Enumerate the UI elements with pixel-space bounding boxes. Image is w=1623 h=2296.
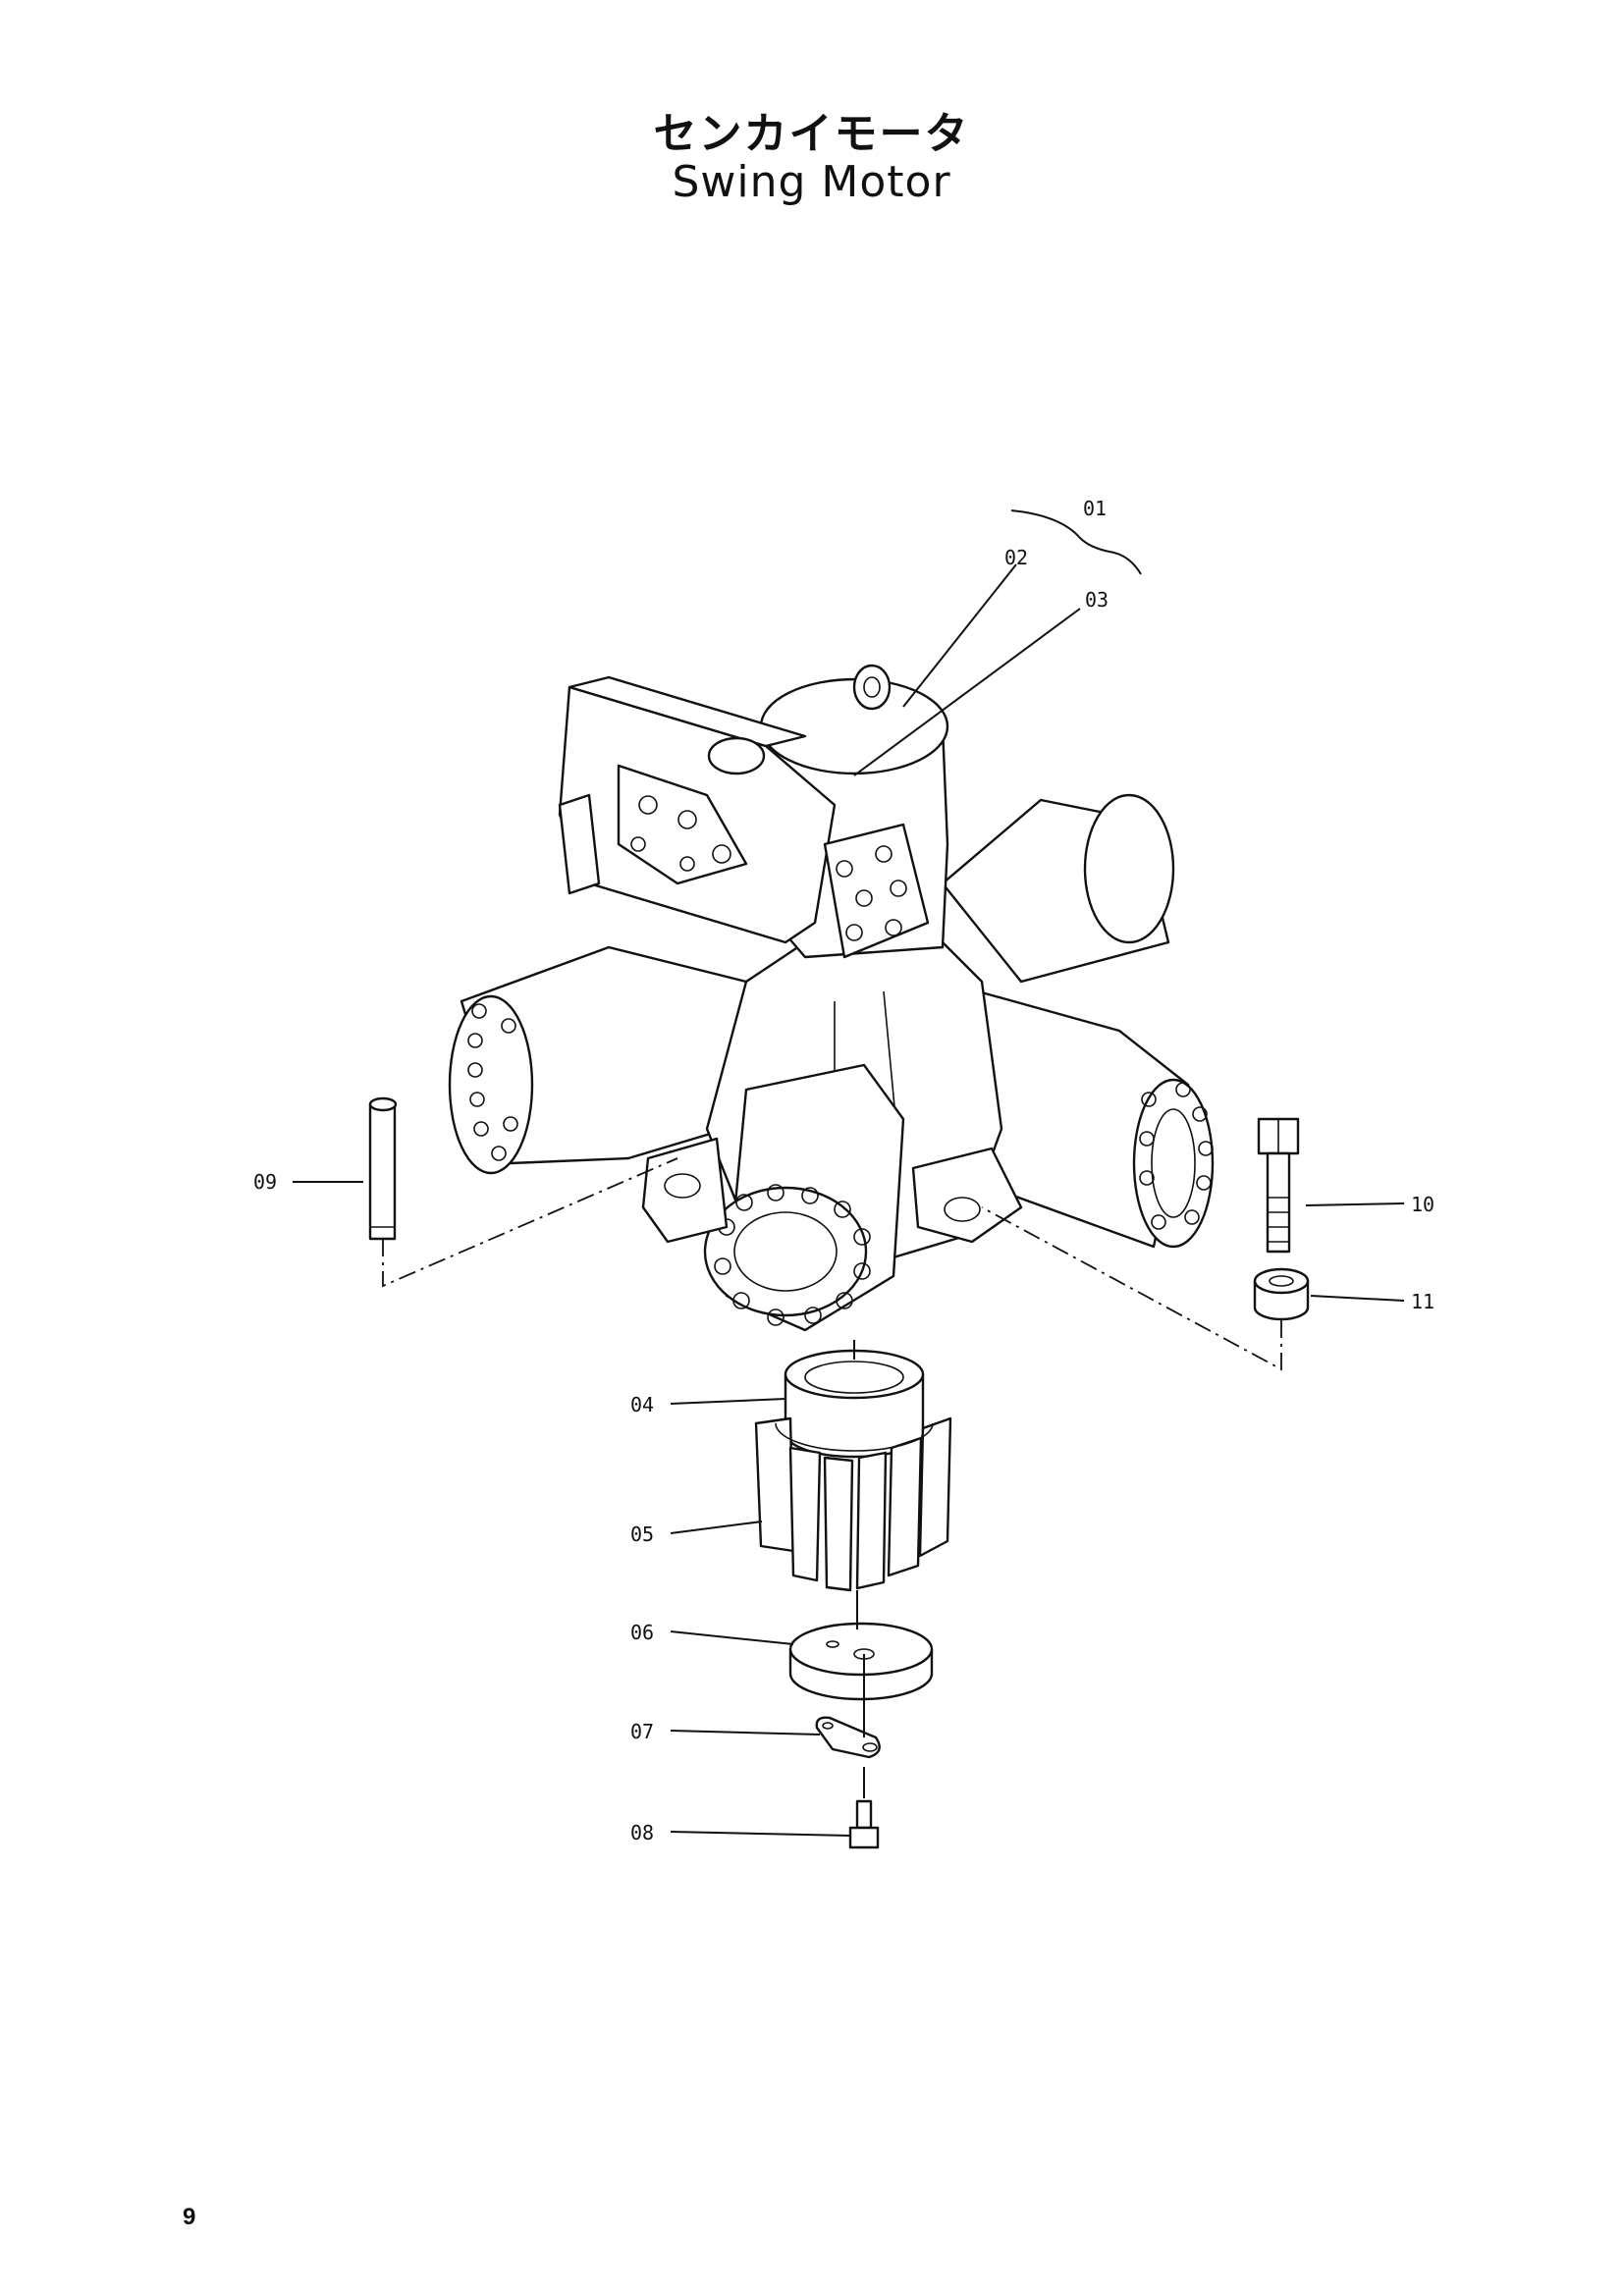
part-04-bearing — [784, 1349, 925, 1459]
leader-lines — [293, 509, 1405, 1837]
swing-motor-assembly — [448, 664, 1215, 1332]
part-08-bolt — [848, 1799, 880, 1849]
callout-09: 09 — [253, 1170, 277, 1194]
callout-04: 04 — [630, 1393, 654, 1416]
callout-08: 08 — [630, 1821, 654, 1844]
title-japanese: センカイモータ — [653, 109, 970, 159]
part-07-lock-plate — [815, 1716, 881, 1759]
callout-06: 06 — [630, 1621, 654, 1644]
title-english: Swing Motor — [672, 157, 951, 207]
callout-05: 05 — [630, 1522, 654, 1546]
part-10-bolt — [1257, 1117, 1300, 1254]
callout-01: 01 — [1083, 497, 1107, 520]
part-09-pin — [368, 1096, 398, 1241]
callout-11: 11 — [1411, 1290, 1434, 1313]
callout-02: 02 — [1004, 546, 1028, 569]
callout-labels: 01 02 03 04 05 06 07 08 09 10 11 — [253, 497, 1434, 1844]
part-05-pinion-gear — [754, 1416, 952, 1592]
callout-07: 07 — [630, 1720, 654, 1743]
part-06-end-plate — [788, 1622, 934, 1701]
assembly-lines — [382, 1157, 1282, 1798]
callout-10: 10 — [1411, 1193, 1434, 1216]
page-number: 9 — [183, 2204, 196, 2230]
callout-03: 03 — [1085, 588, 1109, 612]
part-11-washer — [1253, 1267, 1310, 1321]
